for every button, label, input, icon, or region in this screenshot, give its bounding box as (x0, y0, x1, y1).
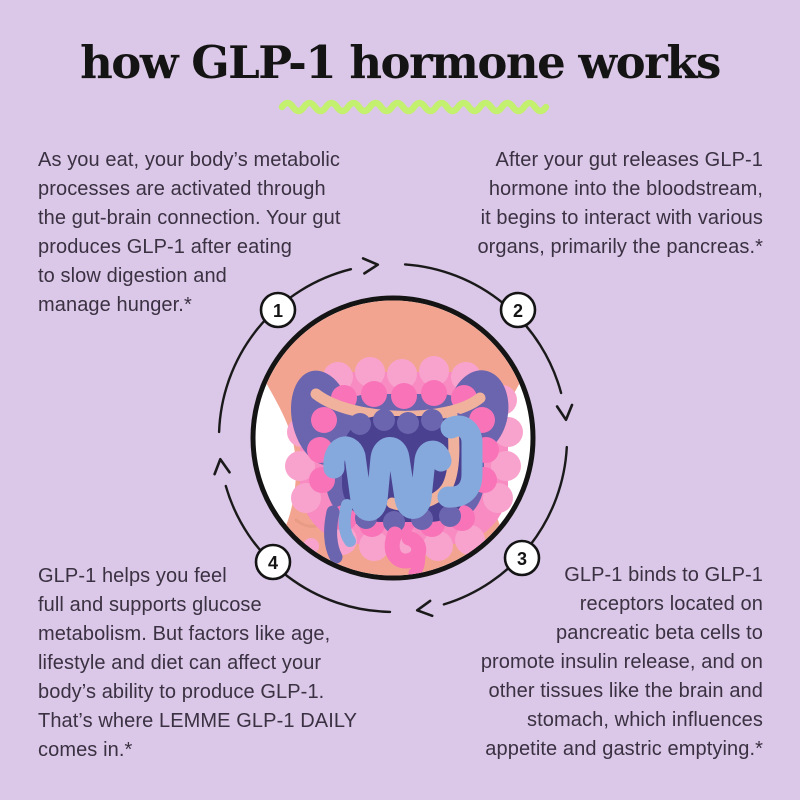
step-badge-2: 2 (499, 291, 537, 329)
small-intestine (323, 415, 483, 521)
svg-text:4: 4 (268, 553, 278, 573)
step-text-2: After your gut releases GLP-1 hormone in… (477, 149, 763, 258)
arrow-right-icon (555, 403, 574, 422)
svg-text:1: 1 (273, 301, 283, 321)
step-text-1: As you eat, your body’s metabolic proces… (38, 149, 341, 316)
arrow-left-icon (213, 457, 231, 476)
arrow-bottom-icon (415, 599, 434, 618)
skin-crease-left (294, 518, 318, 528)
step-badges: 1 2 3 4 (254, 291, 541, 581)
wavy-underline-icon (278, 99, 550, 115)
page-title: how GLP-1 hormone works (80, 36, 721, 89)
sigmoid-colon (384, 526, 427, 569)
step-badge-1: 1 (259, 291, 297, 329)
svg-text:3: 3 (517, 549, 527, 569)
step-text-4: GLP-1 helps you feel full and supports g… (38, 565, 358, 761)
blue-dangle (338, 499, 356, 547)
svg-text:2: 2 (513, 301, 523, 321)
step-badge-3: 3 (503, 539, 541, 577)
pink-dangle (408, 543, 426, 576)
step-badge-4: 4 (254, 543, 292, 581)
cycle-arc-3-to-4 (224, 484, 392, 614)
arrow-top-icon (361, 257, 380, 275)
purple-dangle (324, 505, 343, 564)
step-text-3: GLP-1 binds to GLP-1 receptors located o… (480, 564, 763, 760)
torso-illustration (255, 300, 531, 576)
cycle-arc-4-to-1 (217, 268, 353, 434)
